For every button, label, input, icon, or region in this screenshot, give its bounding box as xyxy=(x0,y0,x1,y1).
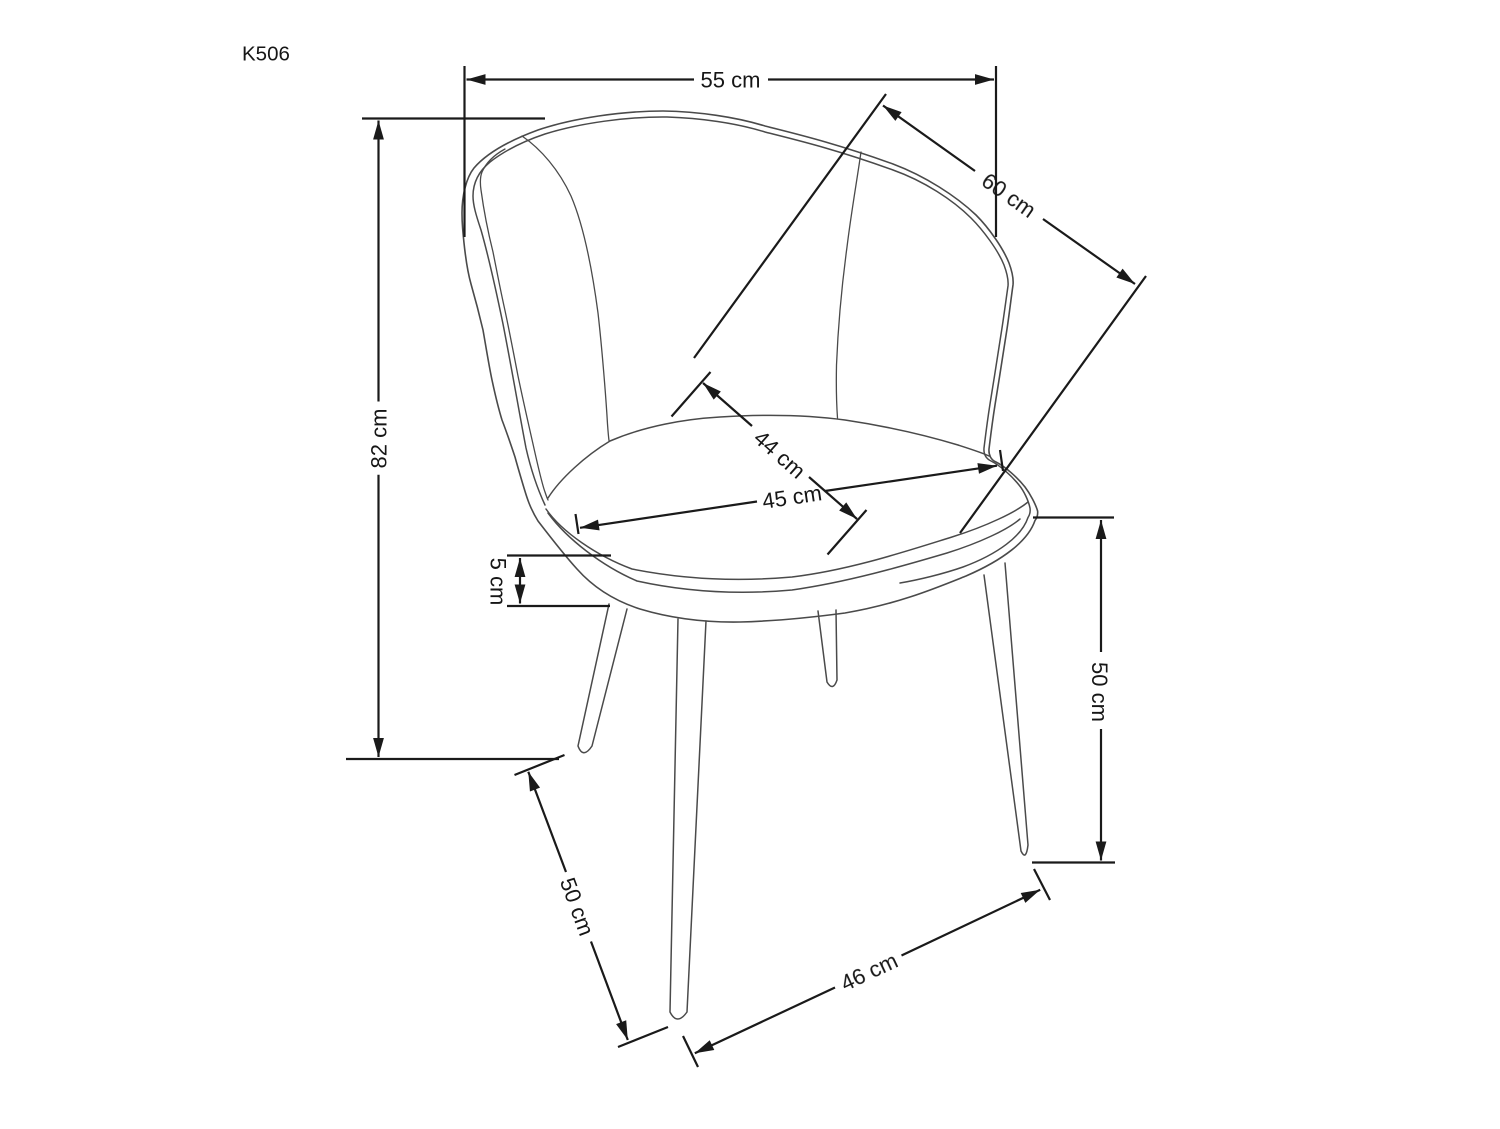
svg-text:82 cm: 82 cm xyxy=(367,409,392,469)
svg-text:44 cm: 44 cm xyxy=(749,425,810,483)
svg-text:45 cm: 45 cm xyxy=(761,480,824,514)
svg-text:55 cm: 55 cm xyxy=(701,68,761,93)
svg-text:5 cm: 5 cm xyxy=(486,558,511,606)
svg-text:50 cm: 50 cm xyxy=(555,874,599,939)
svg-text:K506: K506 xyxy=(242,43,290,66)
svg-text:46 cm: 46 cm xyxy=(837,948,902,996)
svg-text:50 cm: 50 cm xyxy=(1087,662,1112,722)
svg-text:60 cm: 60 cm xyxy=(977,168,1040,223)
